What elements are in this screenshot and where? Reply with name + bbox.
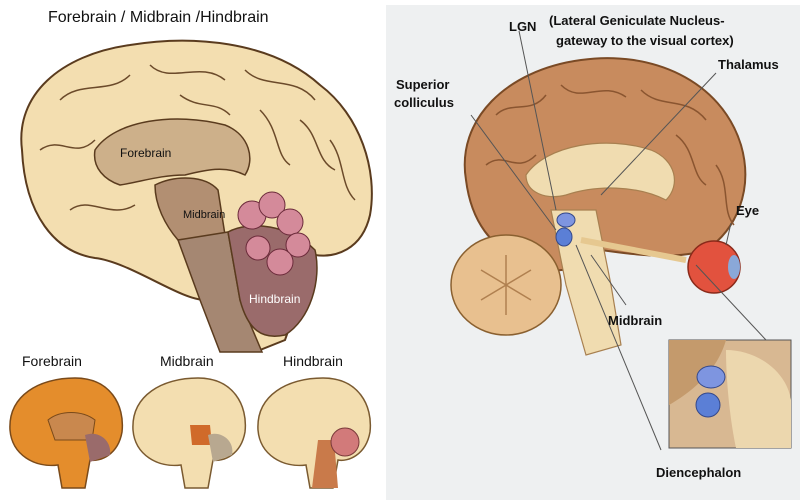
midbrain-label: Midbrain xyxy=(183,209,226,221)
thalamus-label: Thalamus xyxy=(718,57,779,72)
midbrain-region xyxy=(154,177,226,241)
thumb-midbrain-label: Midbrain xyxy=(160,353,214,369)
diencephalon-label: Diencephalon xyxy=(656,465,742,480)
leader-lines xyxy=(470,30,767,451)
superior-colliculus-structure xyxy=(555,227,573,247)
lgn-description-line1: (Lateral Geniculate Nucleus- xyxy=(549,13,725,28)
thumb-forebrain-label: Forebrain xyxy=(22,353,82,369)
thumb-forebrain-brain xyxy=(9,377,124,489)
right-brainstem xyxy=(550,209,622,356)
forebrain-label: Forebrain xyxy=(120,146,172,160)
right-panel: LGN (Lateral Geniculate Nucleus- gateway… xyxy=(386,5,800,500)
eye-label: Eye xyxy=(736,203,760,218)
lgn-label: LGN xyxy=(509,19,537,34)
diencephalon-inset xyxy=(668,339,792,449)
diagram-title: Forebrain / Midbrain /Hindbrain xyxy=(48,9,269,26)
forebrain-region xyxy=(93,118,251,186)
main-brain-illustration xyxy=(20,39,373,353)
hindbrain-label: Hindbrain xyxy=(249,292,301,306)
thumbnail-illustrations xyxy=(9,377,372,489)
cerebellum-arbor xyxy=(237,191,311,276)
left-panel: Forebrain / Midbrain /Hindbrain Forebrai… xyxy=(0,0,383,500)
thumb-hindbrain-brain xyxy=(257,377,372,489)
lgn-description-line2: gateway to the visual cortex) xyxy=(556,33,734,48)
midbrain-label-right: Midbrain xyxy=(608,313,663,328)
thumb-midbrain-brain xyxy=(132,377,247,489)
thumb-hindbrain-label: Hindbrain xyxy=(283,353,343,369)
corpus-callosum xyxy=(525,142,675,201)
superior-colliculus-label-2: colliculus xyxy=(394,95,454,110)
superior-colliculus-label-1: Superior xyxy=(396,77,450,92)
lgn-structure xyxy=(556,212,576,228)
sagittal-brain-illustration xyxy=(450,30,792,451)
